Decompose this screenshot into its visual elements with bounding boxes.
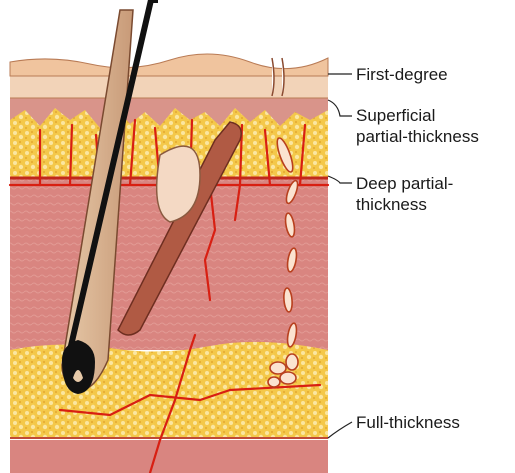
label-first-degree: First-degree: [356, 65, 448, 84]
label-full-thickness: Full-thickness: [356, 413, 460, 432]
label-deep-line1: Deep partial-: [356, 174, 453, 193]
label-superficial-line2: partial-thickness: [356, 127, 479, 146]
stratum-corneum: [10, 54, 328, 76]
deep-dermis-layer: [10, 440, 328, 473]
label-superficial-line1: Superficial: [356, 106, 435, 125]
burn-depth-labels: First-degree Superficial partial-thickne…: [356, 65, 479, 432]
subcutaneous-fat-layer: [10, 342, 328, 438]
leader-lines: [328, 74, 352, 438]
hair-bulb: [62, 340, 95, 394]
label-deep-line2: thickness: [356, 195, 427, 214]
